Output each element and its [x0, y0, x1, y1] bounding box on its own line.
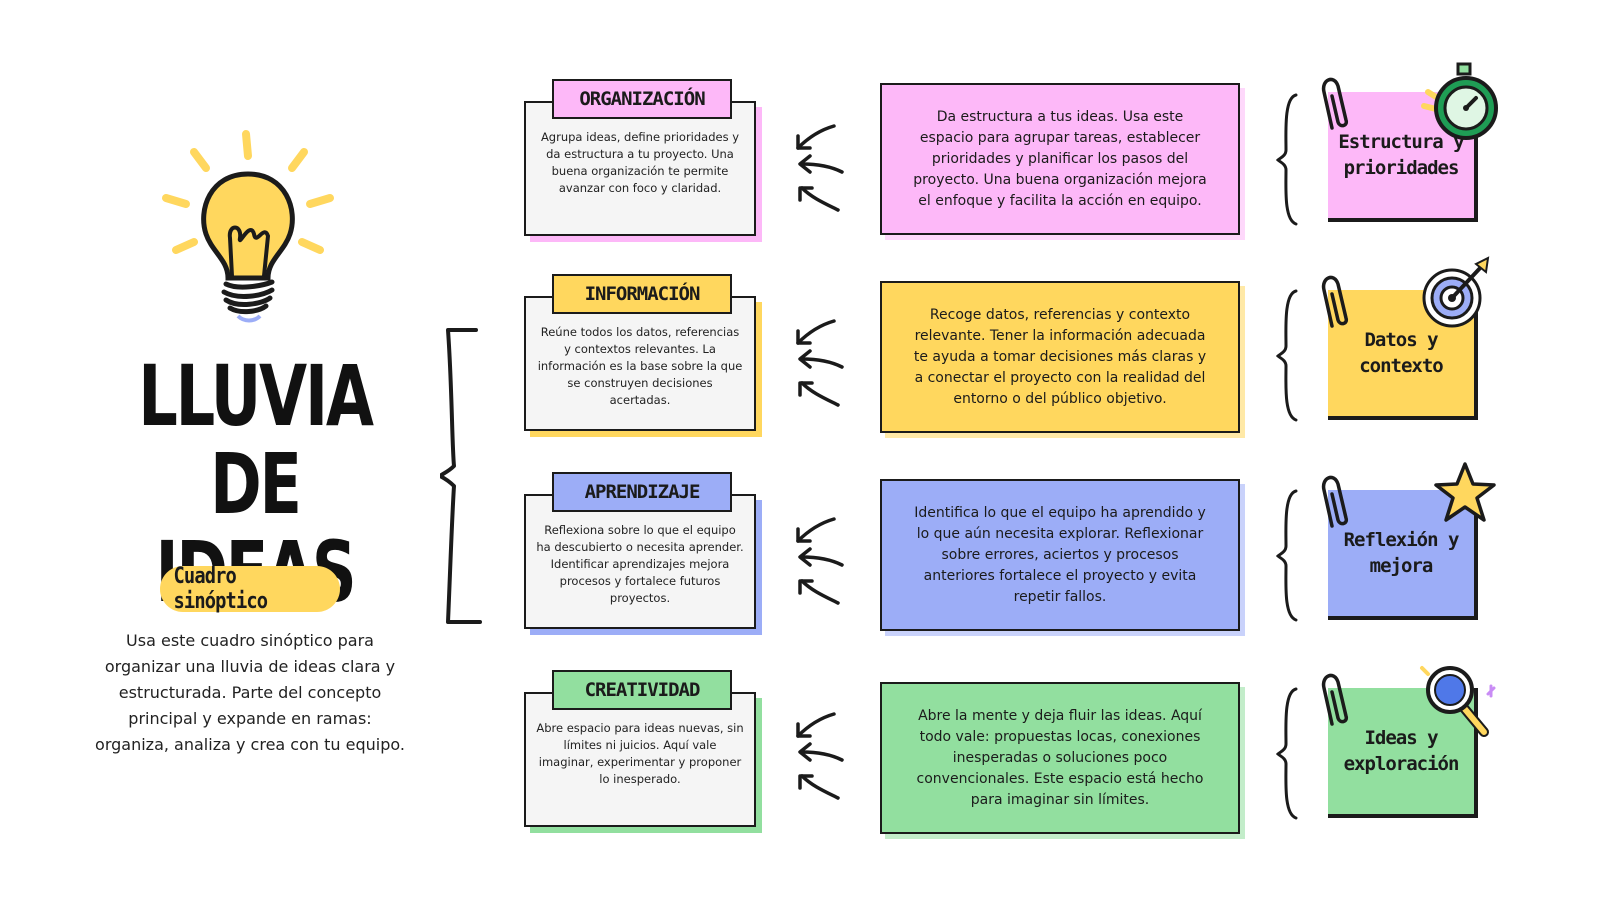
detail-text: Abre la mente y deja fluir las ideas. Aq…	[916, 707, 1204, 808]
branch-description: Reflexiona sobre lo que el equipo ha des…	[536, 523, 744, 605]
box-body: Identifica lo que el equipo ha aprendido…	[880, 479, 1240, 631]
branch-label: INFORMACIÓN	[552, 274, 732, 314]
box-body: Da estructura a tus ideas. Usa este espa…	[880, 83, 1240, 235]
small-brace	[1276, 93, 1298, 226]
sticky-note-estructura: Estructura y prioridades	[1321, 62, 1498, 222]
detail-text: Recoge datos, referencias y contexto rel…	[913, 306, 1207, 407]
branch-label: APRENDIZAJE	[552, 472, 732, 512]
small-brace	[1276, 687, 1298, 820]
note-text: Reflexión y mejora	[1343, 529, 1460, 577]
note-text: Datos y contexto	[1359, 329, 1444, 377]
arrows-icon	[796, 517, 844, 605]
detail-box-organizacion: Da estructura a tus ideas. Usa este espa…	[880, 83, 1245, 240]
stopwatch-icon	[1421, 62, 1498, 140]
small-brace	[1276, 289, 1298, 422]
box-body: Abre la mente y deja fluir las ideas. Aq…	[880, 682, 1240, 834]
sticky-note-datos: Datos y contexto	[1321, 256, 1490, 420]
branch-label: ORGANIZACIÓN	[552, 79, 732, 119]
arrows-icon	[796, 124, 844, 212]
branch-description: Agrupa ideas, define prioridades y da es…	[540, 130, 740, 195]
note-text: Estructura y prioridades	[1338, 131, 1464, 179]
magnifier-icon	[1420, 666, 1496, 737]
detail-text: Identifica lo que el equipo ha aprendido…	[914, 504, 1206, 605]
paperclip-icon	[1321, 77, 1349, 130]
note-text: Ideas y exploración	[1343, 727, 1460, 775]
star-icon	[1434, 462, 1496, 522]
arrows-icon	[796, 319, 844, 407]
branch-description: Abre espacio para ideas nuevas, sin lími…	[536, 721, 744, 786]
detail-box-creatividad: Abre la mente y deja fluir las ideas. Aq…	[880, 682, 1245, 839]
target-icon	[1422, 256, 1490, 328]
sticky-note-reflexion: Reflexión y mejora	[1321, 462, 1496, 620]
subtitle-badge: Cuadro sinóptico	[160, 564, 340, 614]
branch-label: CREATIVIDAD	[552, 670, 732, 710]
card-body: Abre espacio para ideas nuevas, sin lími…	[524, 692, 756, 827]
box-body: Recoge datos, referencias y contexto rel…	[880, 281, 1240, 433]
card-body: Reúne todos los datos, referencias y con…	[524, 296, 756, 431]
intro-text: Usa este cuadro sinóptico para organizar…	[95, 631, 405, 754]
paperclip-icon	[1321, 673, 1349, 726]
note-paper: Estructura y prioridades	[1328, 92, 1478, 222]
small-brace	[1276, 489, 1298, 622]
branch-description: Reúne todos los datos, referencias y con…	[537, 325, 743, 407]
detail-text: Da estructura a tus ideas. Usa este espa…	[913, 108, 1207, 209]
branch-card-aprendizaje: Reflexiona sobre lo que el equipo ha des…	[524, 472, 762, 635]
subtitle-text: Cuadro sinóptico	[173, 564, 269, 614]
card-body: Reflexiona sobre lo que el equipo ha des…	[524, 494, 756, 629]
card-body: Agrupa ideas, define prioridades y da es…	[524, 101, 756, 236]
paperclip-icon	[1321, 275, 1349, 328]
sticky-note-ideas: Ideas y exploración	[1321, 666, 1496, 818]
paperclip-icon	[1321, 475, 1349, 528]
detail-box-informacion: Recoge datos, referencias y contexto rel…	[880, 281, 1245, 438]
arrows-icon	[796, 712, 844, 800]
note-paper: Reflexión y mejora	[1328, 490, 1478, 620]
branch-card-organizacion: Agrupa ideas, define prioridades y da es…	[524, 79, 762, 242]
branch-card-creatividad: Abre espacio para ideas nuevas, sin lími…	[524, 670, 762, 833]
branch-card-informacion: Reúne todos los datos, referencias y con…	[524, 274, 762, 437]
lightbulb-icon	[162, 130, 334, 323]
detail-box-aprendizaje: Identifica lo que el equipo ha aprendido…	[880, 479, 1245, 636]
main-bracket	[440, 328, 482, 624]
